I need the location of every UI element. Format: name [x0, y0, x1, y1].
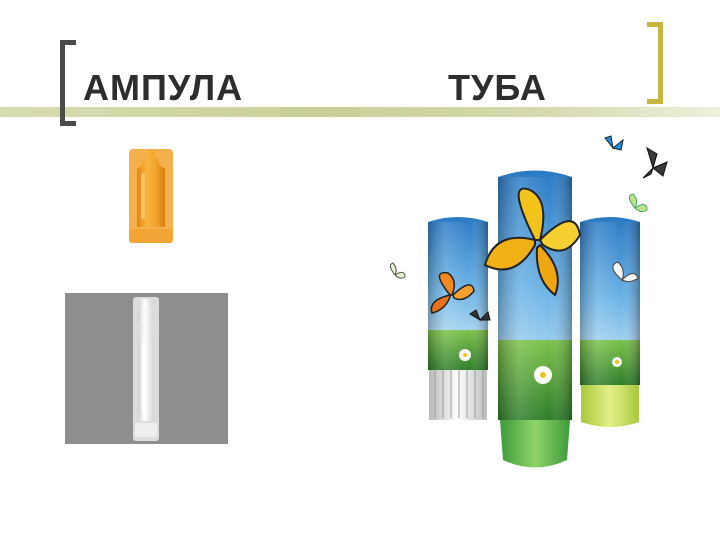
- orange-ampoule-image: [129, 149, 173, 243]
- left-tube: [428, 217, 488, 420]
- butterfly-dark-small: [469, 309, 491, 322]
- right-bracket-decoration: [647, 22, 663, 104]
- title-underline: [0, 107, 720, 117]
- tubes-image: [389, 135, 668, 468]
- right-tube: [580, 217, 640, 427]
- clear-ampoule-panel: [65, 293, 228, 444]
- butterfly-small-left: [389, 262, 406, 279]
- left-bracket-decoration: [60, 40, 76, 126]
- butterfly-orange: [430, 271, 475, 314]
- butterfly-yellow: [483, 187, 582, 297]
- butterfly-blue: [604, 135, 624, 151]
- title-ampoule: АМПУЛА: [83, 67, 244, 108]
- title-tube: ТУБА: [448, 67, 547, 108]
- butterfly-green: [629, 193, 648, 213]
- butterfly-white: [612, 261, 639, 283]
- butterfly-dark: [642, 146, 668, 179]
- clear-ampoule-image: [133, 297, 159, 441]
